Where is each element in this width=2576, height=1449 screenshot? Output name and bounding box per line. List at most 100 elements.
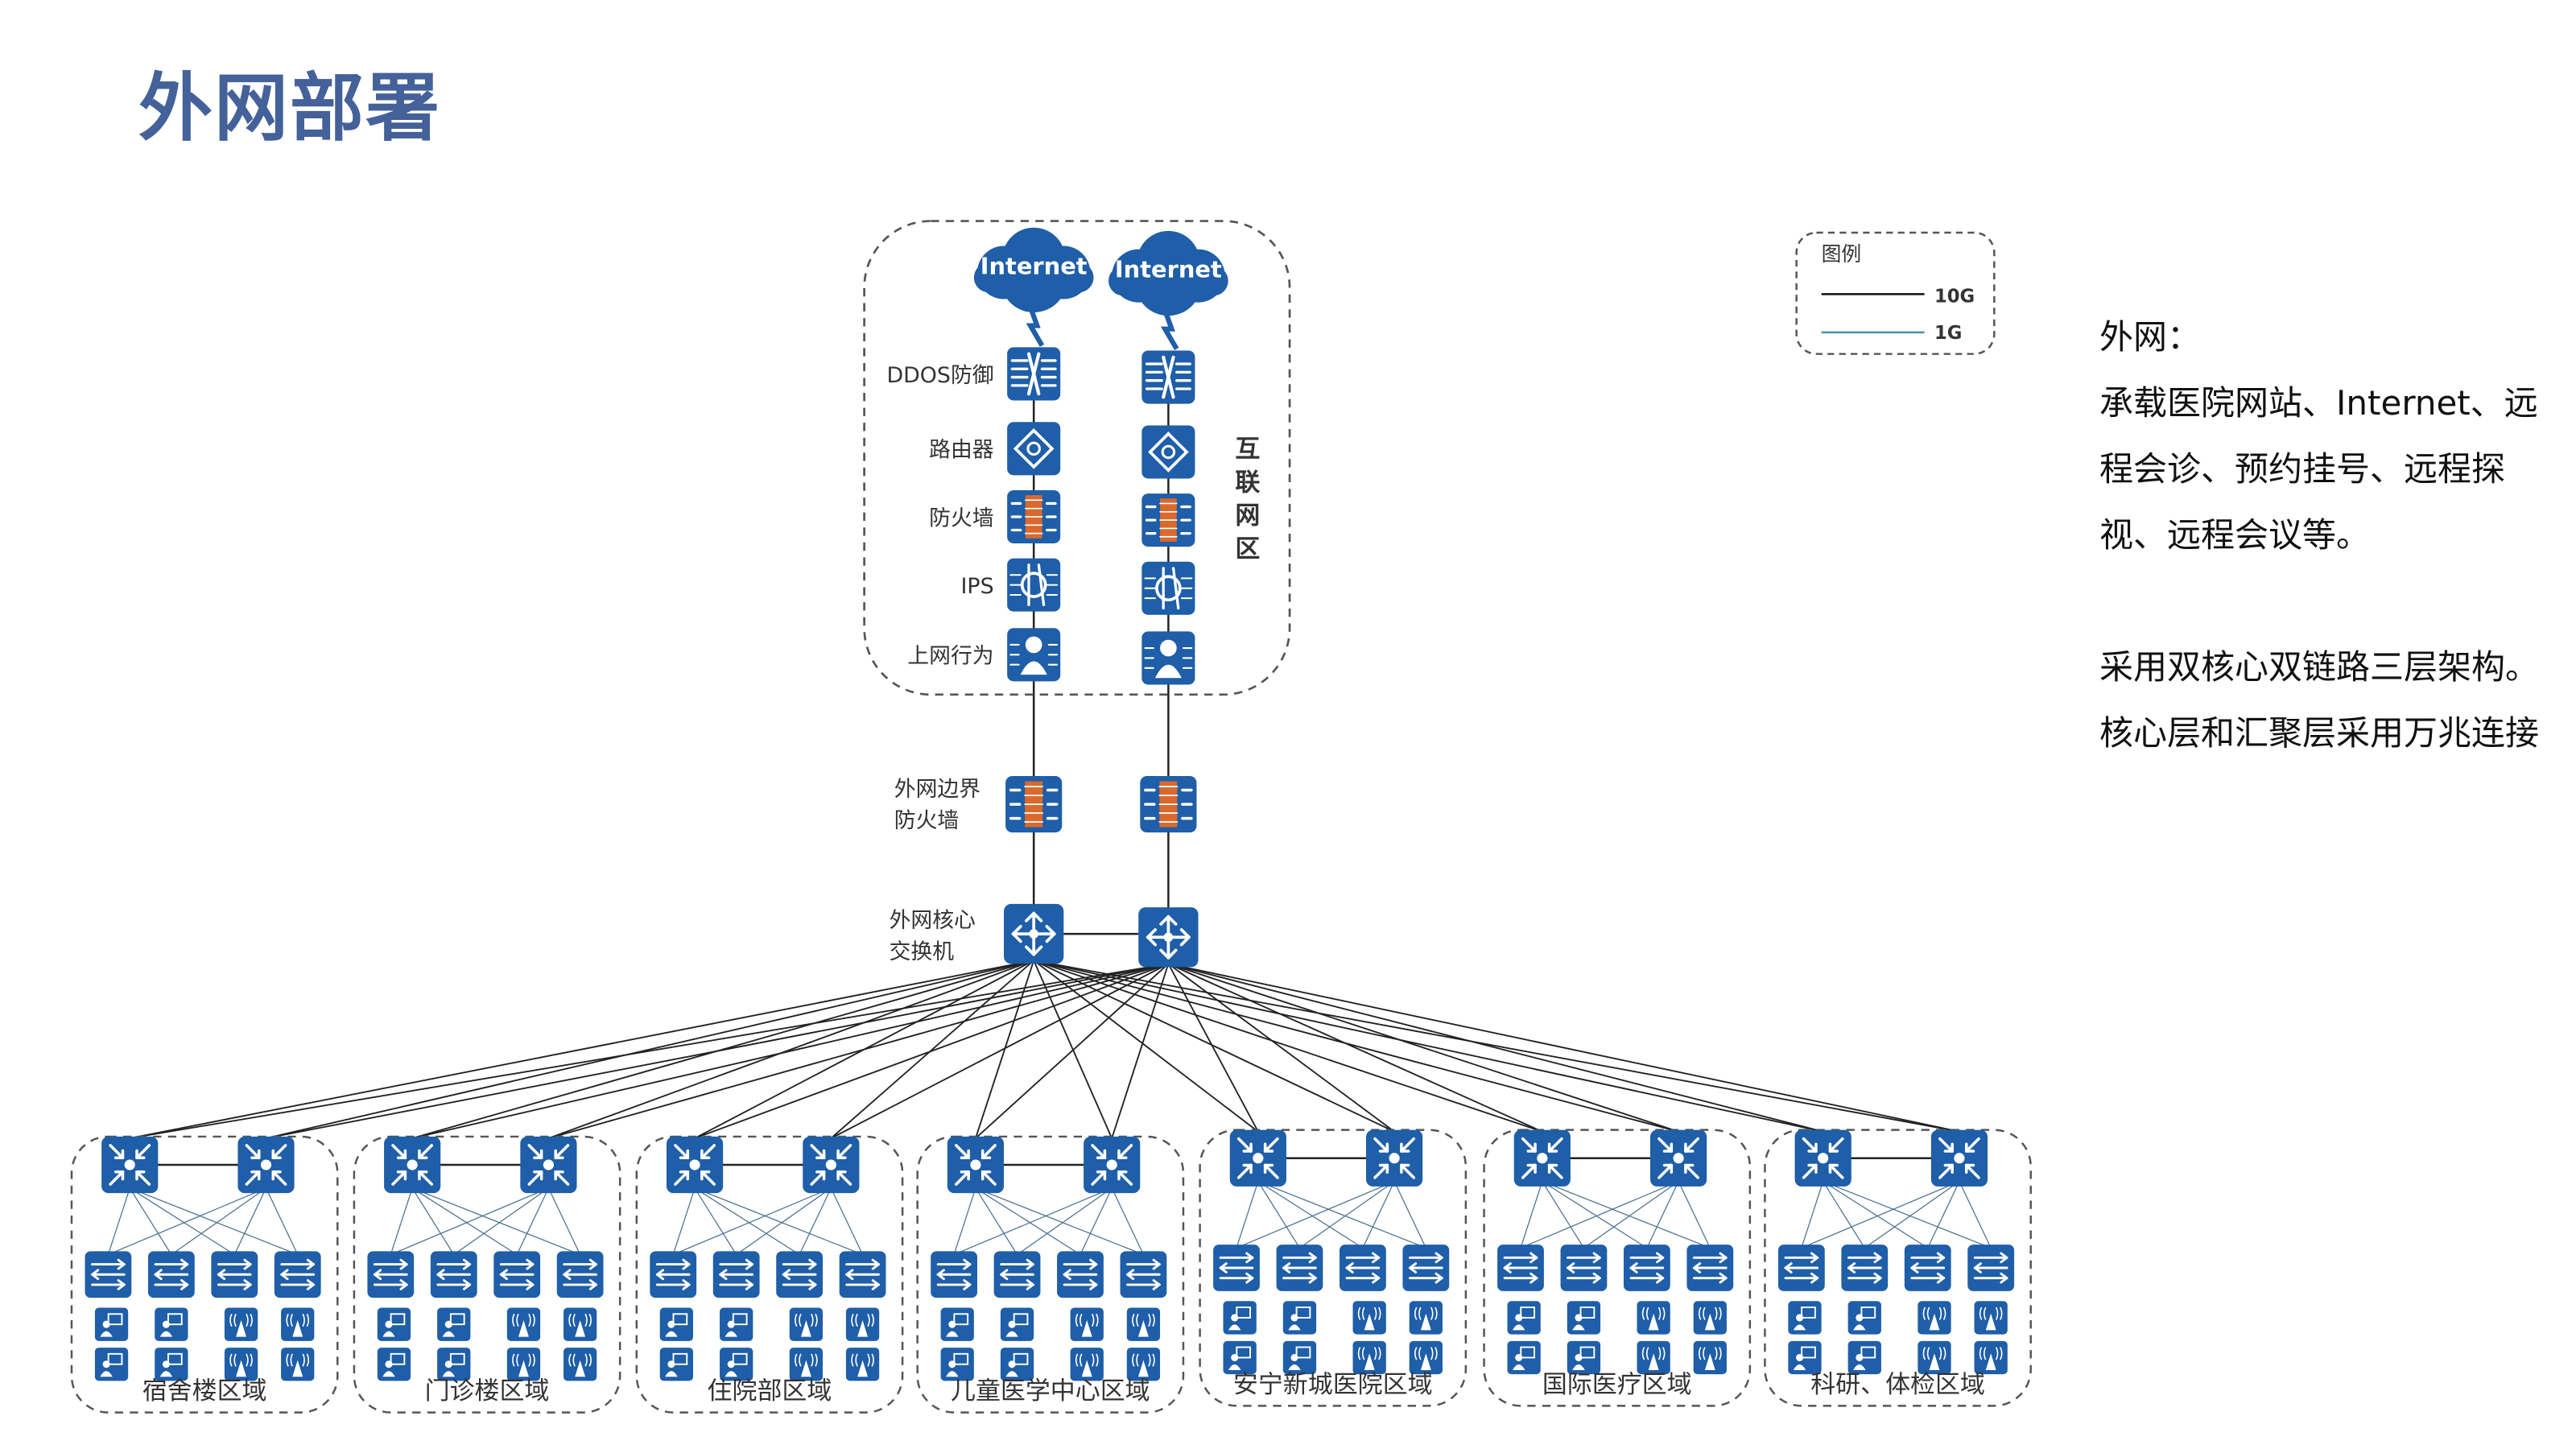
core-to-agg-line <box>975 960 1035 1139</box>
agg-to-access-line <box>108 1187 266 1256</box>
agg-to-access-line <box>672 1187 696 1255</box>
agg-to-access-line <box>1542 1181 1584 1249</box>
terminal-pc-icon <box>1282 1340 1317 1375</box>
access-switch-icon <box>712 1251 760 1298</box>
aggregation-switch-icon <box>101 1136 159 1194</box>
agg-to-access-line <box>1823 1181 1992 1249</box>
access-switch-icon <box>493 1251 541 1298</box>
ddos-icon <box>1007 347 1061 401</box>
access-switch-icon <box>1057 1251 1104 1298</box>
terminal-pc-icon <box>1567 1301 1601 1335</box>
agg-to-access-line <box>953 1187 976 1255</box>
aggregation-switch-icon <box>1084 1136 1141 1194</box>
wireless-ap-icon <box>1352 1301 1386 1335</box>
core-to-agg-line <box>830 963 1169 1139</box>
border-firewall-label: 防火墙 <box>894 808 959 833</box>
device-label: 防火墙 <box>929 506 993 530</box>
core-to-agg-line <box>1034 960 1960 1133</box>
agg-to-access-line <box>736 1187 832 1255</box>
access-switch-icon <box>1686 1245 1734 1291</box>
zone-label: 门诊楼区域 <box>425 1377 550 1406</box>
access-switch-icon <box>776 1251 824 1298</box>
agg-to-access-line <box>129 1187 172 1255</box>
agg-to-access-line <box>1017 1187 1113 1255</box>
firewall-icon <box>1007 489 1061 543</box>
zone-box <box>635 1135 904 1414</box>
device-label: 路由器 <box>929 438 994 463</box>
wireless-ap-icon <box>1637 1340 1670 1375</box>
core-to-agg-line <box>975 963 1169 1139</box>
core-to-agg-line <box>1033 960 1395 1133</box>
access-switch-icon <box>1402 1245 1450 1291</box>
agg-to-access-line <box>1823 1181 1929 1249</box>
terminal-pc-icon <box>1223 1340 1257 1375</box>
agg-to-access-line <box>1583 1181 1679 1249</box>
agg-to-access-line <box>1111 1187 1144 1255</box>
core-to-agg-line <box>1111 963 1170 1139</box>
core-to-agg-line <box>1168 963 1823 1133</box>
behavior-mgmt-icon <box>1007 628 1061 682</box>
agg-to-access-line <box>129 1187 235 1256</box>
ddos-icon <box>1141 350 1195 404</box>
legend-title: 图例 <box>1822 242 1862 266</box>
description-para1: 承载医院网站、Internet、远程会诊、预约挂号、远程探视、远程会议等。 <box>2099 383 2538 555</box>
core-to-agg-line <box>130 960 1034 1139</box>
access-switch-icon <box>1560 1245 1608 1291</box>
agg-to-access-line <box>694 1187 863 1256</box>
wan-link-bolt-icon <box>1026 301 1045 347</box>
wireless-ap-icon <box>281 1348 315 1381</box>
access-switch-icon <box>1213 1245 1260 1291</box>
wireless-ap-icon <box>845 1348 880 1381</box>
zone-label: 住院部区域 <box>708 1377 832 1406</box>
aggregation-switch-icon <box>520 1136 577 1194</box>
core-to-agg-line <box>694 960 1034 1139</box>
wireless-ap-icon <box>1974 1340 2008 1375</box>
wireless-ap-icon <box>789 1348 824 1381</box>
agg-to-access-line <box>1864 1181 1960 1249</box>
aggregation-switch-icon <box>1930 1129 1988 1187</box>
core-to-agg-line <box>1168 963 1960 1133</box>
page-title: 外网部署 <box>138 65 442 151</box>
agg-to-access-line <box>1257 1181 1426 1249</box>
wireless-ap-icon <box>1918 1301 1951 1335</box>
core-to-agg-line <box>1033 960 1259 1133</box>
agg-to-access-line <box>1236 1181 1259 1249</box>
zone-label: 科研、体检区域 <box>1810 1370 1985 1399</box>
access-switch-icon <box>1276 1245 1323 1291</box>
agg-to-access-line <box>411 1187 580 1256</box>
agg-to-access-line <box>171 1187 266 1255</box>
access-switch-icon <box>1841 1245 1889 1291</box>
description-para2: 采用双核心双链路三层架构。核心层和汇聚层采用万兆连接 <box>2099 647 2540 753</box>
wireless-ap-icon <box>1409 1340 1443 1375</box>
terminal-pc-icon <box>437 1348 471 1381</box>
description-panel: 外网： 承载医院网站、Internet、远程会诊、预约挂号、远程探视、远程会议等… <box>2099 304 2550 766</box>
wireless-ap-icon <box>224 1307 258 1341</box>
zone-label: 儿童医学中心区域 <box>951 1377 1150 1406</box>
agg-to-access-line <box>1927 1181 1960 1249</box>
wireless-ap-icon <box>281 1307 315 1341</box>
wireless-ap-icon <box>564 1348 597 1381</box>
access-switch-icon <box>367 1251 415 1298</box>
agg-to-access-line <box>1236 1181 1395 1249</box>
terminal-pc-icon <box>1000 1307 1034 1341</box>
agg-to-access-line <box>453 1187 549 1255</box>
agg-to-access-line <box>694 1187 737 1255</box>
router-icon <box>1007 422 1061 476</box>
terminal-pc-icon <box>1223 1301 1257 1335</box>
terminal-pc-icon <box>155 1307 188 1341</box>
aggregation-switch-icon <box>384 1136 441 1194</box>
agg-to-access-line <box>975 1187 1018 1255</box>
zone-label: 国际医疗区域 <box>1542 1370 1692 1399</box>
core-to-agg-line <box>548 960 1034 1139</box>
terminal-pc-icon <box>940 1307 974 1341</box>
access-switch-icon <box>931 1251 977 1298</box>
terminal-pc-icon <box>940 1348 974 1381</box>
agg-to-access-line <box>1520 1181 1543 1249</box>
agg-to-access-line <box>107 1187 130 1255</box>
agg-to-access-line <box>1393 1181 1426 1249</box>
core-to-agg-line <box>1033 960 1679 1133</box>
terminal-pc-icon <box>155 1348 188 1381</box>
access-switch-icon <box>839 1251 886 1298</box>
agg-to-access-line <box>411 1187 455 1255</box>
terminal-pc-icon <box>377 1348 411 1381</box>
